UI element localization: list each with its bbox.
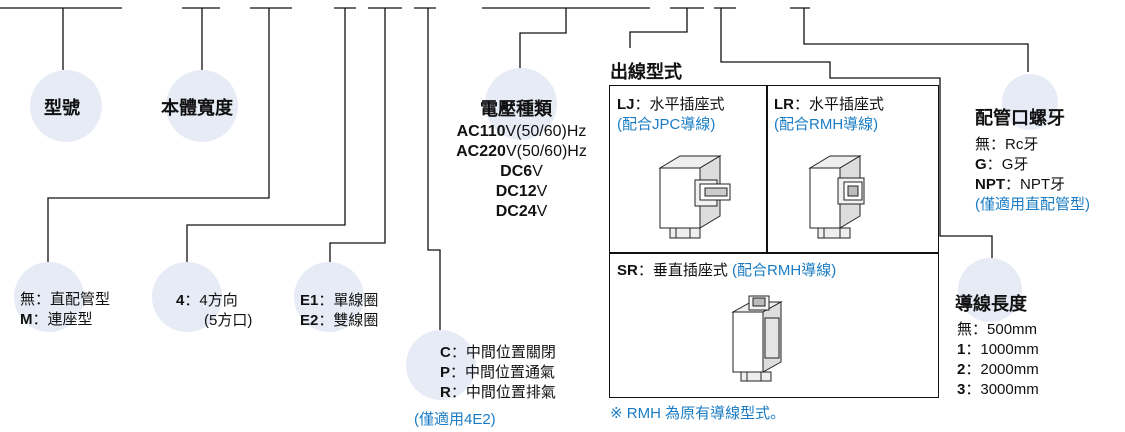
outlet-title: 出線型式 [610,62,682,82]
coil-bg-circle [294,262,364,332]
voltage-option: AC220V(50/60)Hz [456,143,587,160]
outlet-lr-note: (配合RMH導線) [774,116,879,133]
center-option: C：中間位置關閉 [440,344,556,361]
wire-length-option: 3：3000mm [957,381,1039,398]
wire-length-options: 無：500mm 1：1000mm 2：2000mm 3：3000mm [957,320,1039,400]
thread-bg-circle [1002,74,1058,130]
direction-note: (5方口) [204,312,253,329]
wire-length-bg-circle [958,258,1022,322]
thread-option: 無：Rc牙 [975,136,1039,153]
center-option: R：中間位置排氣 [440,384,556,401]
model-label: 型號 [44,98,80,118]
wire-length-label: 導線長度 [955,294,1027,314]
voltage-options: AC110V(50/60)Hz AC220V(50/60)Hz DC6V DC1… [444,122,599,222]
outlet-lr: LR：水平插座式 (配合RMH導線) [774,96,885,133]
outlet-box [609,85,939,398]
outlet-divider-v [766,86,768,252]
body-width-bg-circle [166,70,238,142]
lr-connector-illustration [808,155,865,239]
outlet-lj: LJ：水平插座式 (配合JPC導線) [617,96,725,133]
coil-option: E1：單線圈 [300,292,379,309]
thread-options: 無：Rc牙 G：G牙 NPT：NPT牙 (僅適用直配管型) [975,135,1090,215]
mount-option: 無：直配管型 [20,291,111,308]
outlet-lj-note: (配合JPC導線) [617,116,716,133]
center-note: (僅適用4E2) [414,411,496,428]
model-bg-circle [30,70,102,142]
thread-option: G：G牙 [975,156,1029,173]
direction-options: 4：4方向 (5方口) [176,291,252,331]
sr-connector-illustration [731,295,783,382]
outlet-divider-h [610,252,938,254]
body-width-label: 本體寬度 [161,98,233,118]
voltage-bg-circle [485,68,557,140]
mount-bg-circle [14,262,84,332]
center-options: C：中間位置關閉 P：中間位置通氣 R：中間位置排氣 [440,343,556,403]
center-bg-circle [406,330,476,400]
voltage-option: DC6V [500,163,543,180]
wire-length-option: 1：1000mm [957,341,1039,358]
center-option: P：中間位置通氣 [440,364,556,381]
thread-label: 配管口螺牙 [975,108,1065,128]
thread-note: (僅適用直配管型) [975,196,1090,213]
direction-option: 4：4方向 [176,292,238,309]
mount-option: M：連座型 [20,311,93,328]
voltage-option: DC12V [495,183,548,200]
mount-options: 無：直配管型 M：連座型 [20,290,110,330]
coil-option: E2：雙線圈 [300,312,379,329]
wire-length-option: 2：2000mm [957,361,1039,378]
direction-bg-circle [152,262,222,332]
lj-connector-illustration [658,155,731,239]
outlet-sr: SR：垂直插座式 (配合RMH導線) [617,262,837,279]
outlet-footnote: ※ RMH 為原有導線型式。 [610,405,786,422]
voltage-label: 電壓種類 [480,99,552,119]
thread-option: NPT：NPT牙 [975,176,1066,193]
voltage-option: AC110V(50/60)Hz [456,123,587,140]
coil-options: E1：單線圈 E2：雙線圈 [300,291,378,331]
wire-length-option: 無：500mm [957,321,1038,338]
voltage-option: DC24V [495,203,548,220]
